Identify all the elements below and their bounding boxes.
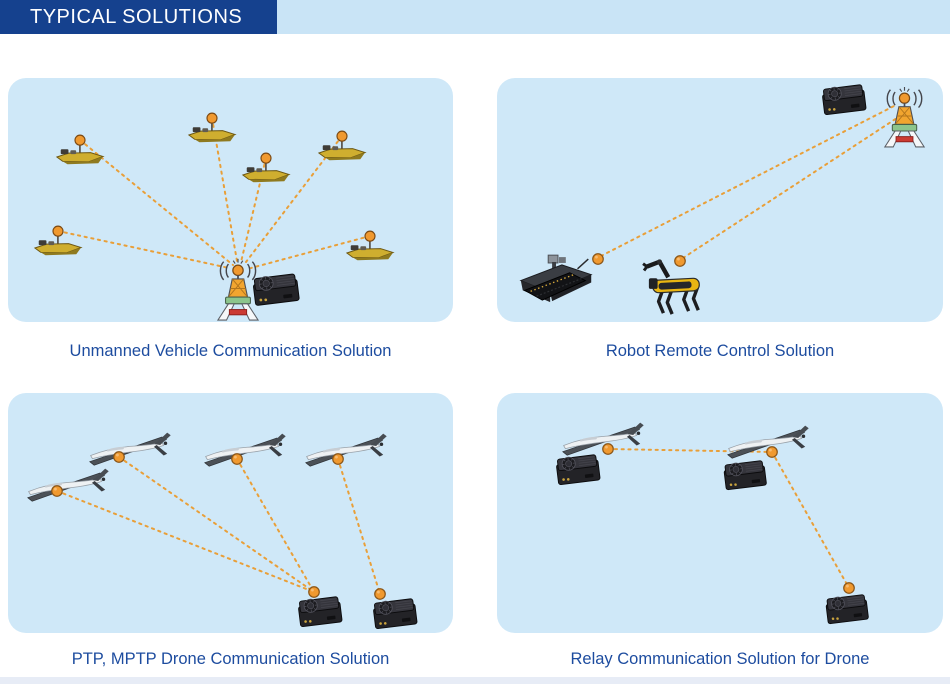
panel-relay-drone bbox=[497, 393, 943, 633]
antenna-node-icon bbox=[231, 453, 243, 465]
usv-boat-icon bbox=[318, 130, 366, 161]
antenna-node-icon bbox=[374, 588, 386, 600]
antenna-node-icon bbox=[113, 451, 125, 463]
antenna-node-icon bbox=[332, 453, 344, 465]
comm-links bbox=[600, 105, 898, 259]
radio-unit-icon bbox=[555, 453, 601, 486]
comm-links bbox=[56, 456, 381, 595]
drone-icon bbox=[89, 432, 172, 466]
ptp-mptp-drone-diagram bbox=[27, 432, 418, 630]
page-title: TYPICAL SOLUTIONS bbox=[30, 5, 243, 28]
antenna-node-icon bbox=[308, 586, 320, 598]
tracked-robot-icon bbox=[520, 254, 592, 303]
robot-remote-control-diagram bbox=[520, 83, 925, 322]
panel-caption-relay-drone: Relay Communication Solution for Drone bbox=[570, 650, 870, 668]
panel-ptp-mptp-drone bbox=[8, 393, 453, 633]
unmanned-vehicle-diagram bbox=[34, 112, 394, 321]
radio-unit-icon bbox=[251, 272, 300, 307]
radio-unit-icon bbox=[722, 459, 768, 491]
panel-unmanned-vehicle bbox=[8, 78, 453, 322]
antenna-node-icon bbox=[51, 485, 63, 497]
header-banner: TYPICAL SOLUTIONS bbox=[0, 0, 277, 34]
antenna-node-icon bbox=[592, 253, 604, 265]
panel-robot-remote-control bbox=[497, 78, 943, 322]
antenna-node-icon bbox=[674, 255, 686, 267]
quadruped-robot-icon bbox=[643, 259, 700, 314]
radio-unit-icon bbox=[297, 595, 343, 628]
drone-icon bbox=[305, 433, 388, 467]
panel-caption-ptp-mptp-drone: PTP, MPTP Drone Communication Solution bbox=[71, 650, 390, 668]
usv-boat-icon bbox=[242, 152, 290, 183]
antenna-node-icon bbox=[766, 446, 778, 458]
usv-boat-icon bbox=[346, 230, 394, 261]
panel-caption-unmanned-vehicle: Unmanned Vehicle Communication Solution bbox=[69, 342, 392, 360]
base-station-tower-icon bbox=[884, 86, 925, 148]
drone-icon bbox=[27, 468, 110, 502]
panel-caption-robot-remote-control: Robot Remote Control Solution bbox=[605, 342, 835, 360]
antenna-node-icon bbox=[843, 582, 855, 594]
drone-icon bbox=[204, 433, 287, 467]
usv-boat-icon bbox=[56, 134, 104, 165]
usv-boat-icon bbox=[188, 112, 236, 143]
relay-drone-diagram bbox=[555, 422, 870, 625]
radio-unit-icon bbox=[824, 593, 870, 625]
radio-unit-icon bbox=[372, 597, 418, 630]
bottom-strip bbox=[0, 677, 950, 684]
radio-unit-icon bbox=[821, 83, 867, 116]
usv-boat-icon bbox=[34, 225, 82, 256]
antenna-node-icon bbox=[602, 443, 614, 455]
